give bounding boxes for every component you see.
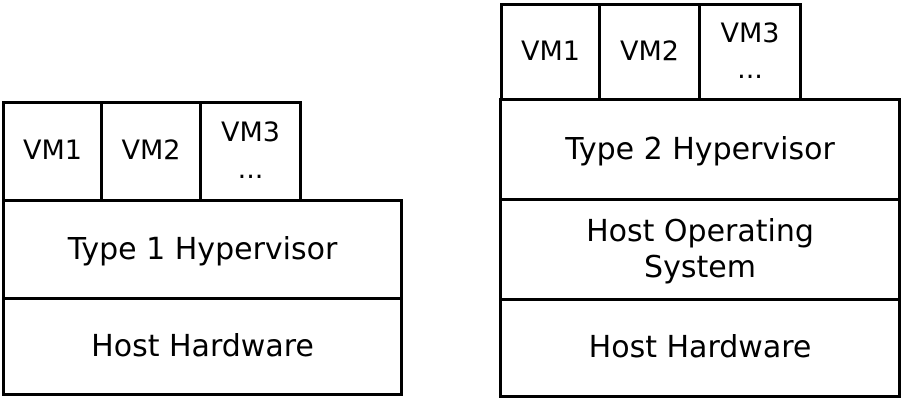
- type2-host-hardware-box: Host Hardware: [499, 298, 901, 398]
- type2-host-os-box: Host Operating System: [499, 198, 901, 301]
- type1-vm2-box: VM2: [100, 101, 202, 202]
- type1-vm3-box: VM3 ...: [199, 101, 302, 202]
- type1-vm1-box: VM1: [2, 101, 103, 202]
- type2-vm3-box: VM3 ...: [698, 3, 802, 101]
- type2-vm1-box: VM1: [500, 3, 601, 101]
- type2-vm2-box: VM2: [598, 3, 701, 101]
- type1-host-hardware-box: Host Hardware: [2, 297, 403, 396]
- type2-hypervisor-box: Type 2 Hypervisor: [499, 98, 901, 201]
- type1-hypervisor-box: Type 1 Hypervisor: [2, 199, 403, 300]
